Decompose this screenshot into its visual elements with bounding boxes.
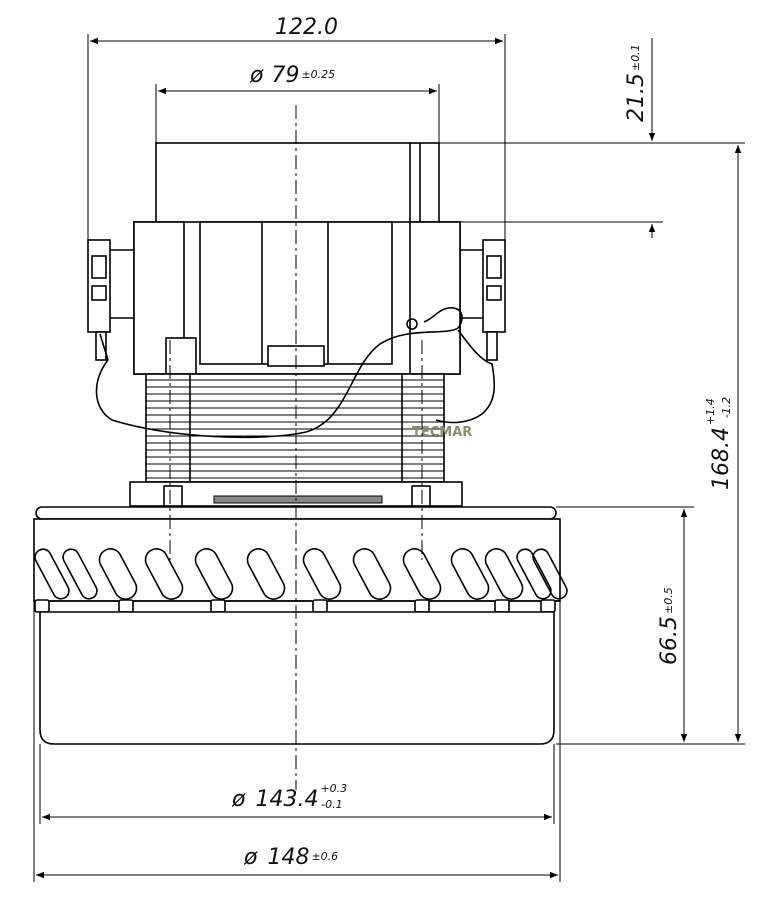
diffuser-vanes (34, 548, 568, 600)
dim-fan-height-tol: ±0.5 (662, 587, 675, 614)
lamination-lines (146, 379, 444, 479)
dim-fan-outer-diameter-tol: ±0.6 (311, 850, 338, 863)
right-brush-holder (459, 239, 506, 361)
dim-fan-inner-diameter: ø 143.4+0.3 -0.1 (39, 744, 555, 824)
dim-fan-height: 66.5 ±0.5 (556, 506, 694, 742)
lead-wire (95, 307, 496, 439)
dim-top-cap-height-value: 21.5 (624, 73, 649, 122)
dim-overall-width-value: 122.0 (275, 15, 338, 40)
dim-fan-outer-diameter: ø 148±0.6 (33, 601, 561, 882)
svg-text:66.5±0.5: 66.5 ±0.5 (657, 587, 682, 665)
dim-top-diameter-value: 79 (271, 63, 299, 88)
dim-fan-inner-diameter-value: 143.4 (255, 787, 318, 812)
svg-text:ø79±0.25: ø 79±0.25 (249, 63, 335, 88)
dim-overall-width: 122.0 (87, 15, 506, 240)
fan-cover (39, 611, 555, 745)
left-brush-holder (87, 239, 134, 361)
dim-total-height-tol-upper: +1.4 (704, 398, 717, 425)
dim-fan-outer-diameter-value: 148 (267, 845, 309, 870)
dim-fan-inner-diameter-symbol: ø (231, 787, 246, 812)
watermark-text: TECMAR (412, 425, 472, 440)
dim-top-cap-height-tol: ±0.1 (629, 44, 642, 71)
fan-diffuser (33, 518, 561, 602)
dim-top-cap-height: 21.5 ±0.1 (439, 38, 663, 238)
dim-total-height-tol-lower: -1.2 (720, 397, 733, 418)
svg-text:21.5±0.1: 21.5 ±0.1 (624, 44, 649, 122)
right-frame (409, 221, 461, 375)
dim-total-height: 168.4 +1.4-1.2 (556, 142, 745, 745)
top-cap (155, 142, 440, 224)
dim-total-height-value: 168.4 (709, 427, 734, 490)
bearing-mark (213, 495, 383, 504)
dim-fan-outer-diameter-symbol: ø (243, 845, 258, 870)
dim-fan-height-value: 66.5 (657, 616, 682, 665)
dim-top-diameter-symbol: ø (249, 63, 264, 88)
dim-fan-inner-diameter-tol-lower: -0.1 (321, 798, 342, 811)
svg-text:168.4+1.4-1.2: 168.4 +1.4-1.2 (704, 397, 734, 490)
assembly-studs (34, 599, 556, 613)
dim-top-diameter: ø 79±0.25 (155, 63, 440, 143)
dim-top-diameter-tol: ±0.25 (301, 68, 335, 81)
dim-fan-inner-diameter-tol-upper: +0.3 (320, 782, 347, 795)
motor-outline: TECMAR (33, 142, 568, 745)
